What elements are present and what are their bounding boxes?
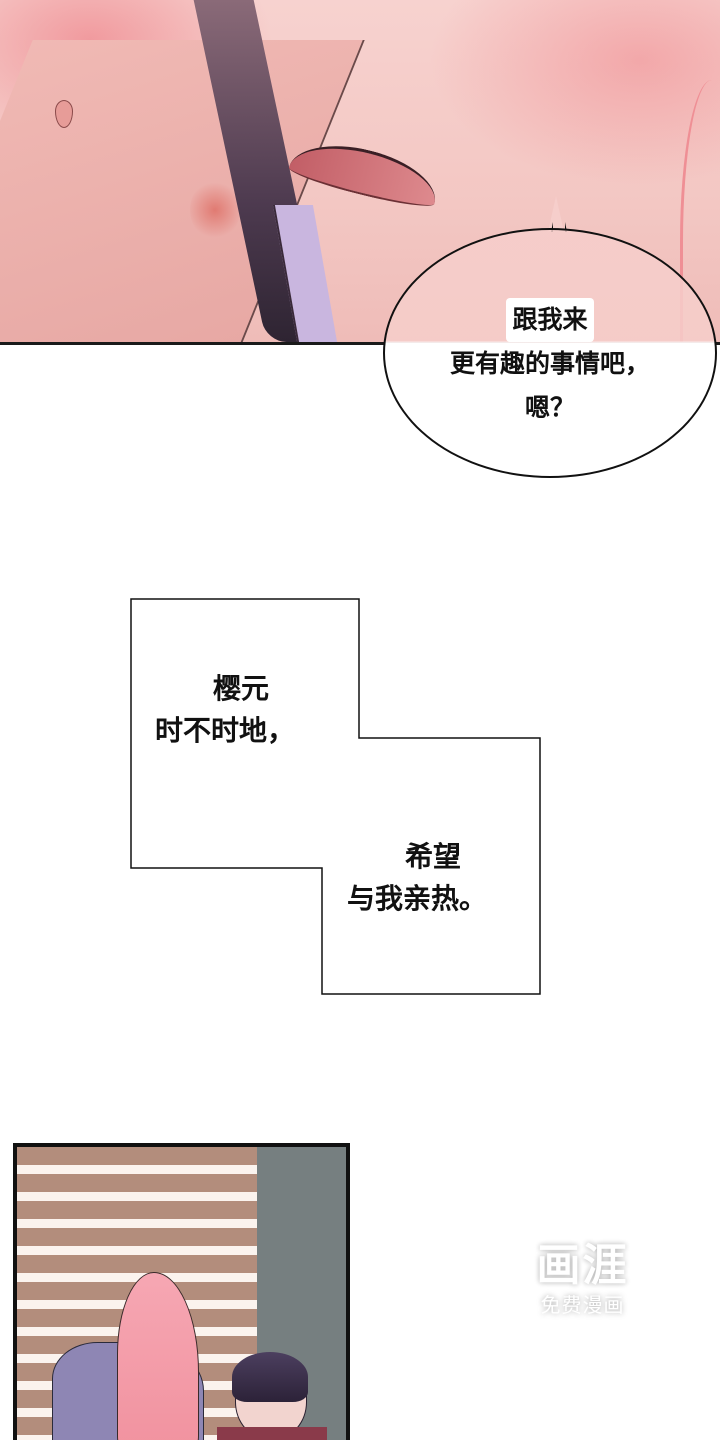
- pink-haired-character: [117, 1272, 199, 1440]
- speech-line-2: 更有趣的事情吧，: [449, 349, 650, 378]
- narration-b-line-2: 与我亲热。: [347, 882, 488, 915]
- watermark: 画涯 免费漫画: [515, 1240, 650, 1318]
- speech-bubble-text: 跟我来 更有趣的事情吧， 嗯？: [383, 298, 717, 430]
- sweat-drop-illustration: [55, 100, 73, 128]
- speech-line-3: 嗯？: [524, 393, 575, 422]
- narration-a-line-1: 樱元: [213, 672, 270, 705]
- narration-box-a: 樱元 时不时地，: [155, 668, 295, 752]
- comic-panel-office: [13, 1143, 350, 1440]
- pink-hair-illustration: [680, 80, 720, 342]
- narration-box-b: 希望 与我亲热。: [347, 836, 487, 920]
- narration-b-line-1: 希望: [405, 840, 462, 873]
- speech-line-1: 跟我来: [506, 298, 594, 342]
- watermark-subtitle: 免费漫画: [540, 1293, 625, 1317]
- speech-bubble-tail: [548, 196, 564, 232]
- dark-hair-illustration: [232, 1352, 308, 1402]
- speech-bubble: [383, 228, 717, 478]
- red-jacket-illustration: [217, 1427, 327, 1440]
- narration-a-line-2: 时不时地，: [155, 714, 296, 747]
- blush-illustration: [190, 180, 240, 240]
- watermark-logo: 画涯: [536, 1240, 629, 1291]
